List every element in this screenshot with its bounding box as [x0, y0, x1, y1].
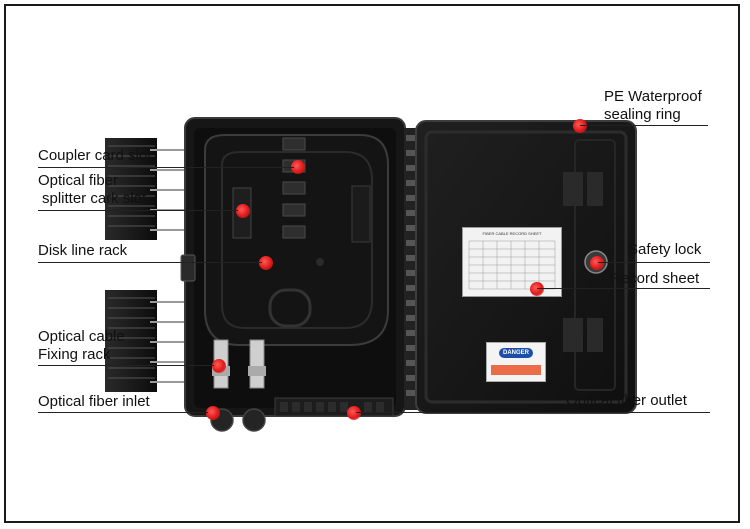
record-sheet-title: FIBER CABLE RECORD SHEET: [482, 231, 542, 236]
enclosure-base: [180, 117, 406, 432]
leader-safety-lock: [598, 262, 710, 263]
leader-fiber-inlet: [38, 412, 208, 413]
cable-clamp-upper: [105, 138, 185, 240]
label-safety-lock: Safety lock: [628, 241, 702, 258]
marker-pe-waterproof: [573, 119, 587, 133]
hinge: [404, 128, 418, 410]
label-sealing-ring: sealing ring: [604, 106, 681, 123]
record-sheet-grid: [468, 240, 556, 290]
leader-record-sheet: [537, 288, 710, 289]
leader-pe-waterproof: [580, 125, 708, 126]
leader-fiber-outlet: [356, 412, 710, 413]
warning-plate: DANGER: [486, 342, 546, 382]
warning-text-band: [491, 365, 541, 375]
label-pe-waterproof: PE Waterproof: [604, 88, 702, 105]
image-frame: [4, 4, 740, 523]
label-optical-fiber: Optical fiber: [38, 172, 119, 189]
marker-fixing-rack: [212, 359, 226, 373]
marker-fiber-inlet: [206, 406, 220, 420]
danger-badge: DANGER: [499, 348, 533, 358]
record-sheet: FIBER CABLE RECORD SHEET: [462, 227, 562, 297]
marker-record-sheet: [530, 282, 544, 296]
leader-disk-line-rack: [38, 262, 262, 263]
label-optical-fiber-inlet: Optical fiber inlet: [38, 393, 150, 410]
leader-fixing-rack: [38, 365, 214, 366]
label-splitter-cark-slot: splitter cark slot: [42, 190, 147, 207]
label-fixing-rack: Fixing rack: [38, 346, 111, 363]
marker-disk-line-rack: [259, 256, 273, 270]
marker-coupler-card-slot: [291, 160, 305, 174]
label-coupler-card-slot: Coupler card slot: [38, 147, 152, 164]
leader-coupler-card-slot: [38, 167, 294, 168]
marker-fiber-outlet: [347, 406, 361, 420]
cable-clamp-lower: [105, 290, 185, 392]
label-optical-fiber-outlet: Optical fiber outlet: [566, 392, 687, 409]
label-disk-line-rack: Disk line rack: [38, 242, 128, 259]
marker-splitter-slot: [236, 204, 250, 218]
label-record-sheet: Record sheet: [610, 270, 700, 287]
marker-safety-lock: [590, 256, 604, 270]
label-optical-cable: Optical cable: [38, 328, 125, 345]
leader-splitter-slot: [38, 210, 238, 211]
